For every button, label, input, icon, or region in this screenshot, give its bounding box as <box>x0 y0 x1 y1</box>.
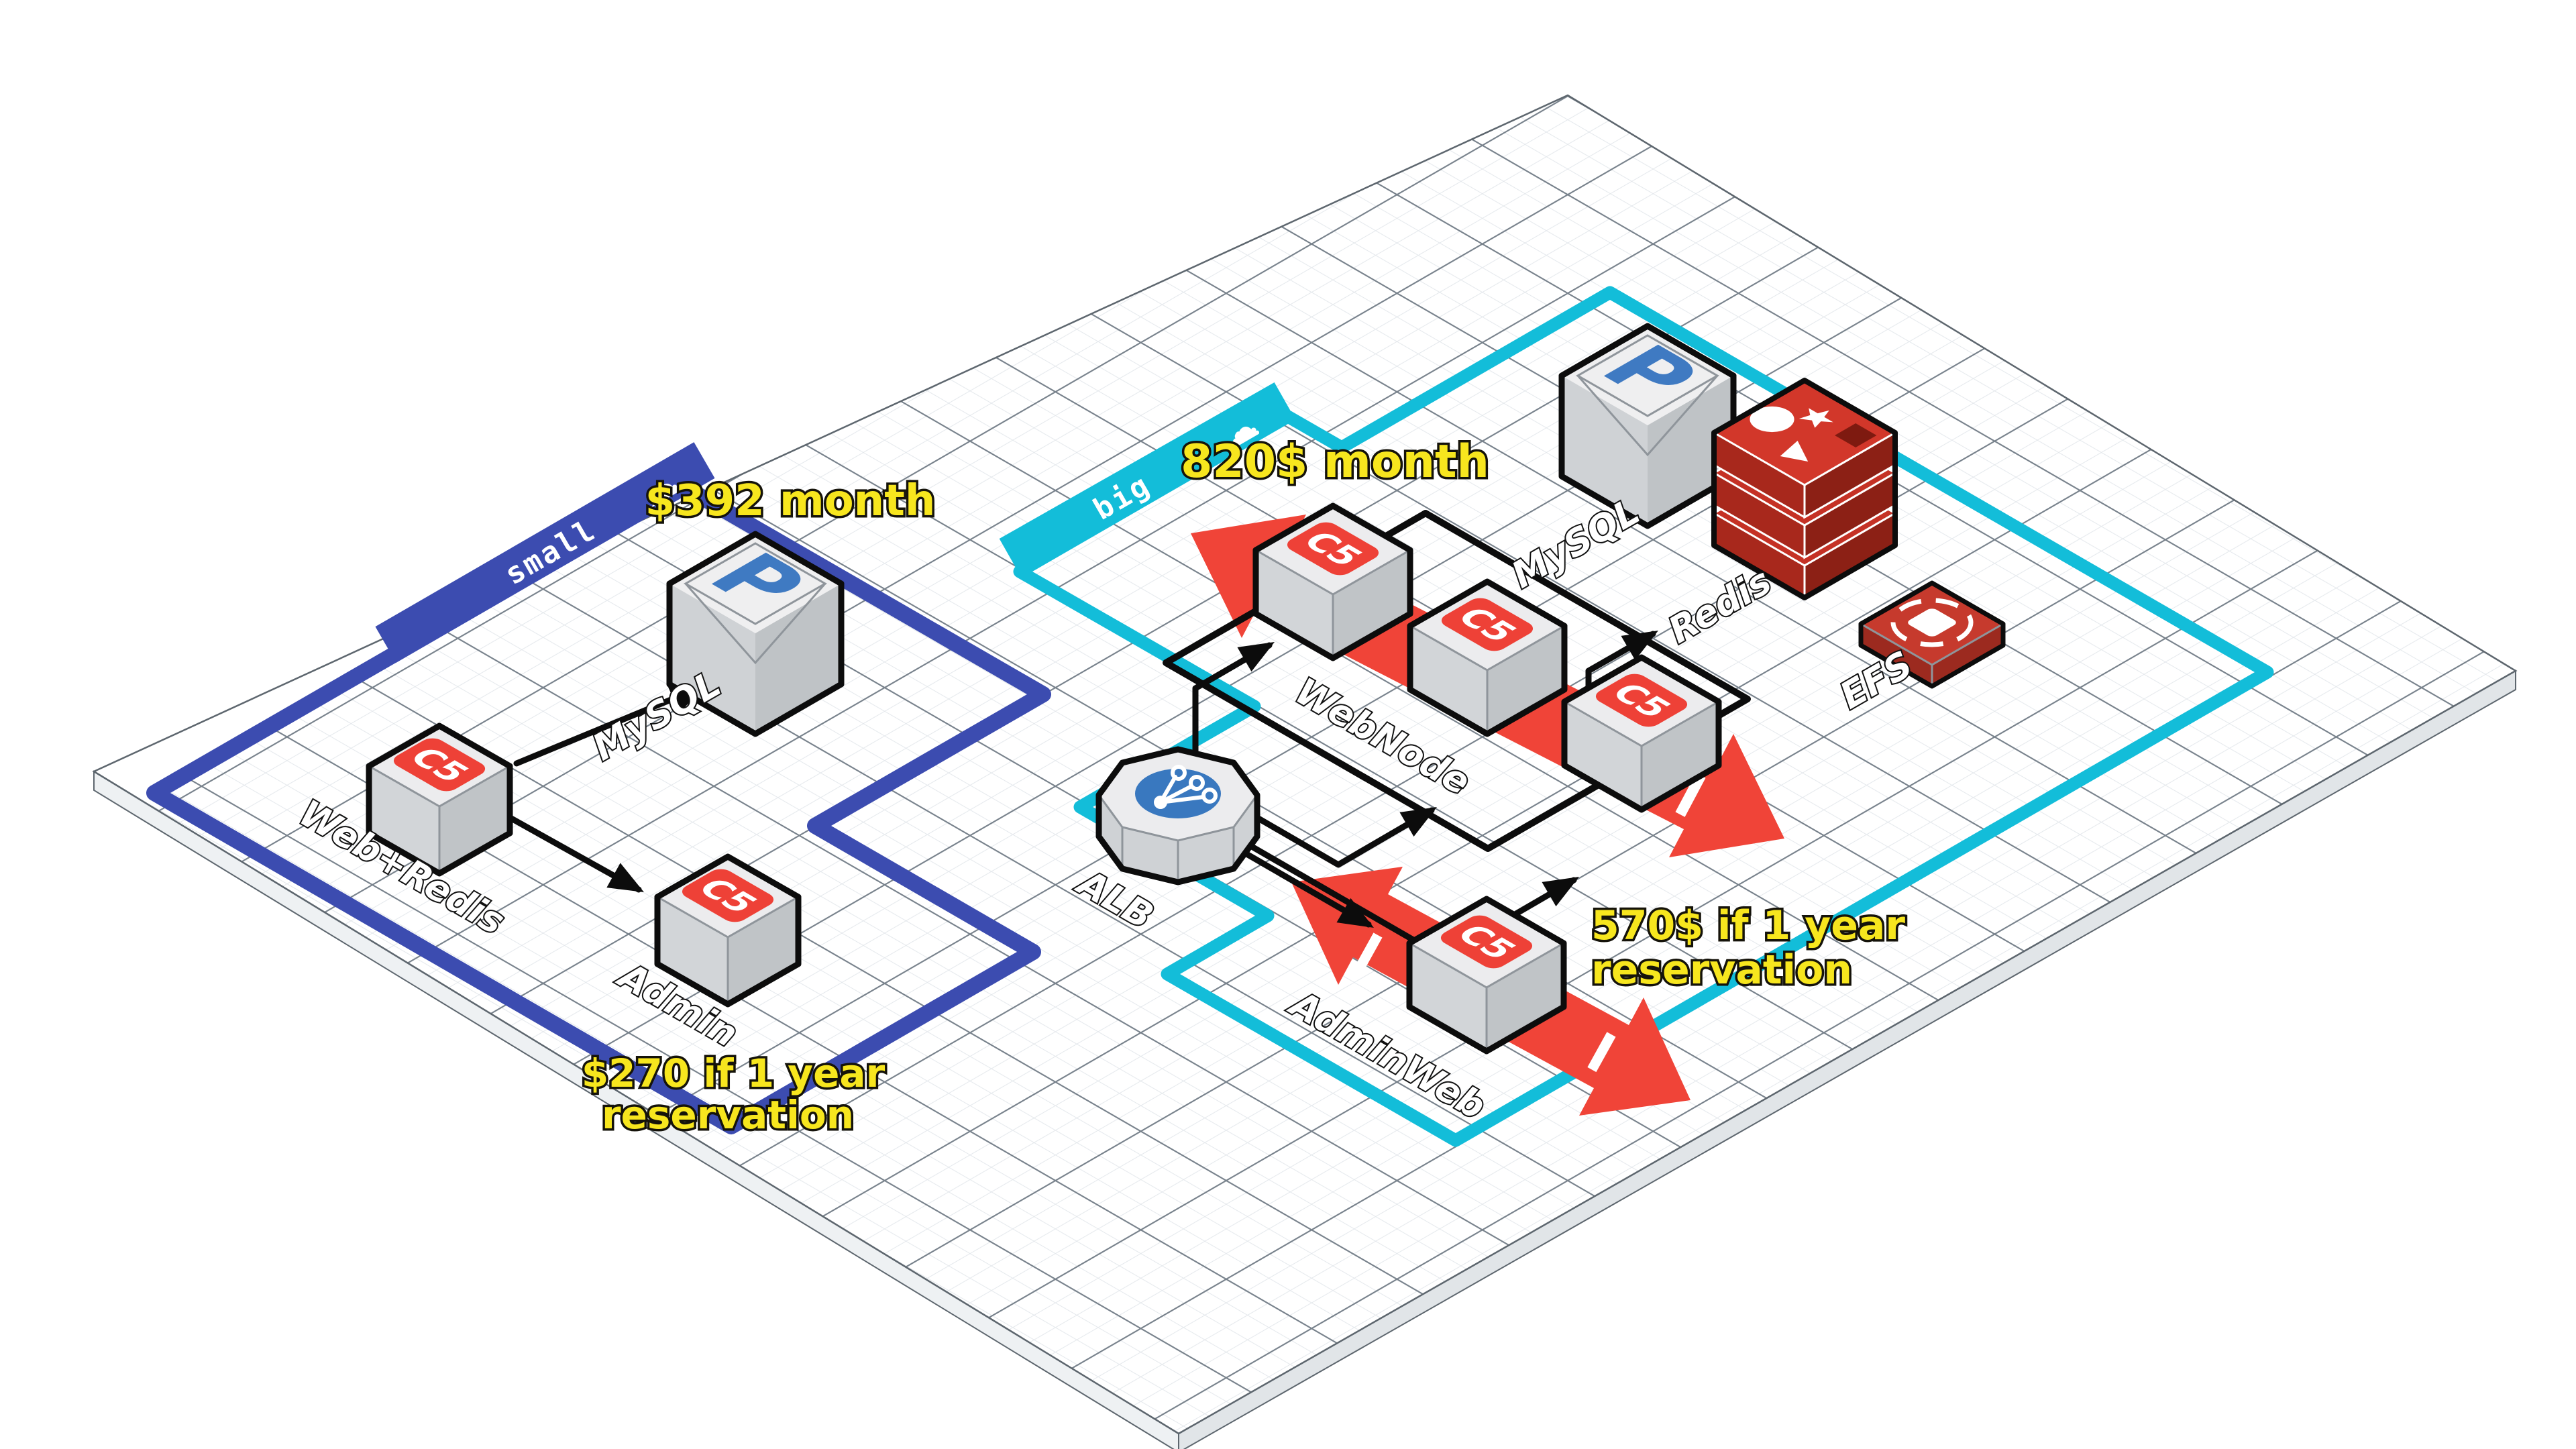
node-mysql-small[interactable]: P <box>666 531 845 737</box>
node-webnode-3[interactable]: C5 <box>1561 654 1722 813</box>
conn-webredis-to-mysql <box>513 672 712 767</box>
node-redis[interactable] <box>1711 378 1898 600</box>
node-webnode-1[interactable]: C5 <box>1252 502 1413 661</box>
cost-big-month: 820$ month <box>1181 435 1489 488</box>
node-adminweb[interactable]: C5 <box>1406 896 1567 1055</box>
cost-annotations: $392 month $270 if 1 year reservation 82… <box>579 433 1908 1140</box>
node-webnode-2[interactable]: C5 <box>1407 578 1568 737</box>
redis-stack-icon <box>1711 378 1898 600</box>
conn-alb-to-webnode1 <box>1192 629 1282 761</box>
cost-big-reserved-2: reservation <box>1591 947 1852 994</box>
cost-small-reserved-1: $270 if 1 year <box>582 1051 885 1096</box>
conn-alb-to-webnode2 <box>1230 794 1444 868</box>
node-alb[interactable] <box>1095 746 1260 885</box>
cost-big-reserved-1: 570$ if 1 year <box>1591 902 1905 949</box>
zone-small-ribbon <box>375 442 715 663</box>
platform-outline <box>92 94 2518 1435</box>
zone-big-ribbon <box>999 382 1295 575</box>
load-balancer-icon <box>1135 765 1221 818</box>
cost-small-reserved-2: reservation <box>602 1092 854 1138</box>
cost-small-month: $392 month <box>645 476 936 526</box>
node-web-redis[interactable]: C5 <box>366 722 513 877</box>
efs-icon <box>1858 580 2006 689</box>
node-admin[interactable]: C5 <box>654 853 802 1008</box>
node-mysql-big[interactable]: P <box>1558 323 1737 529</box>
node-efs[interactable] <box>1858 580 2006 689</box>
